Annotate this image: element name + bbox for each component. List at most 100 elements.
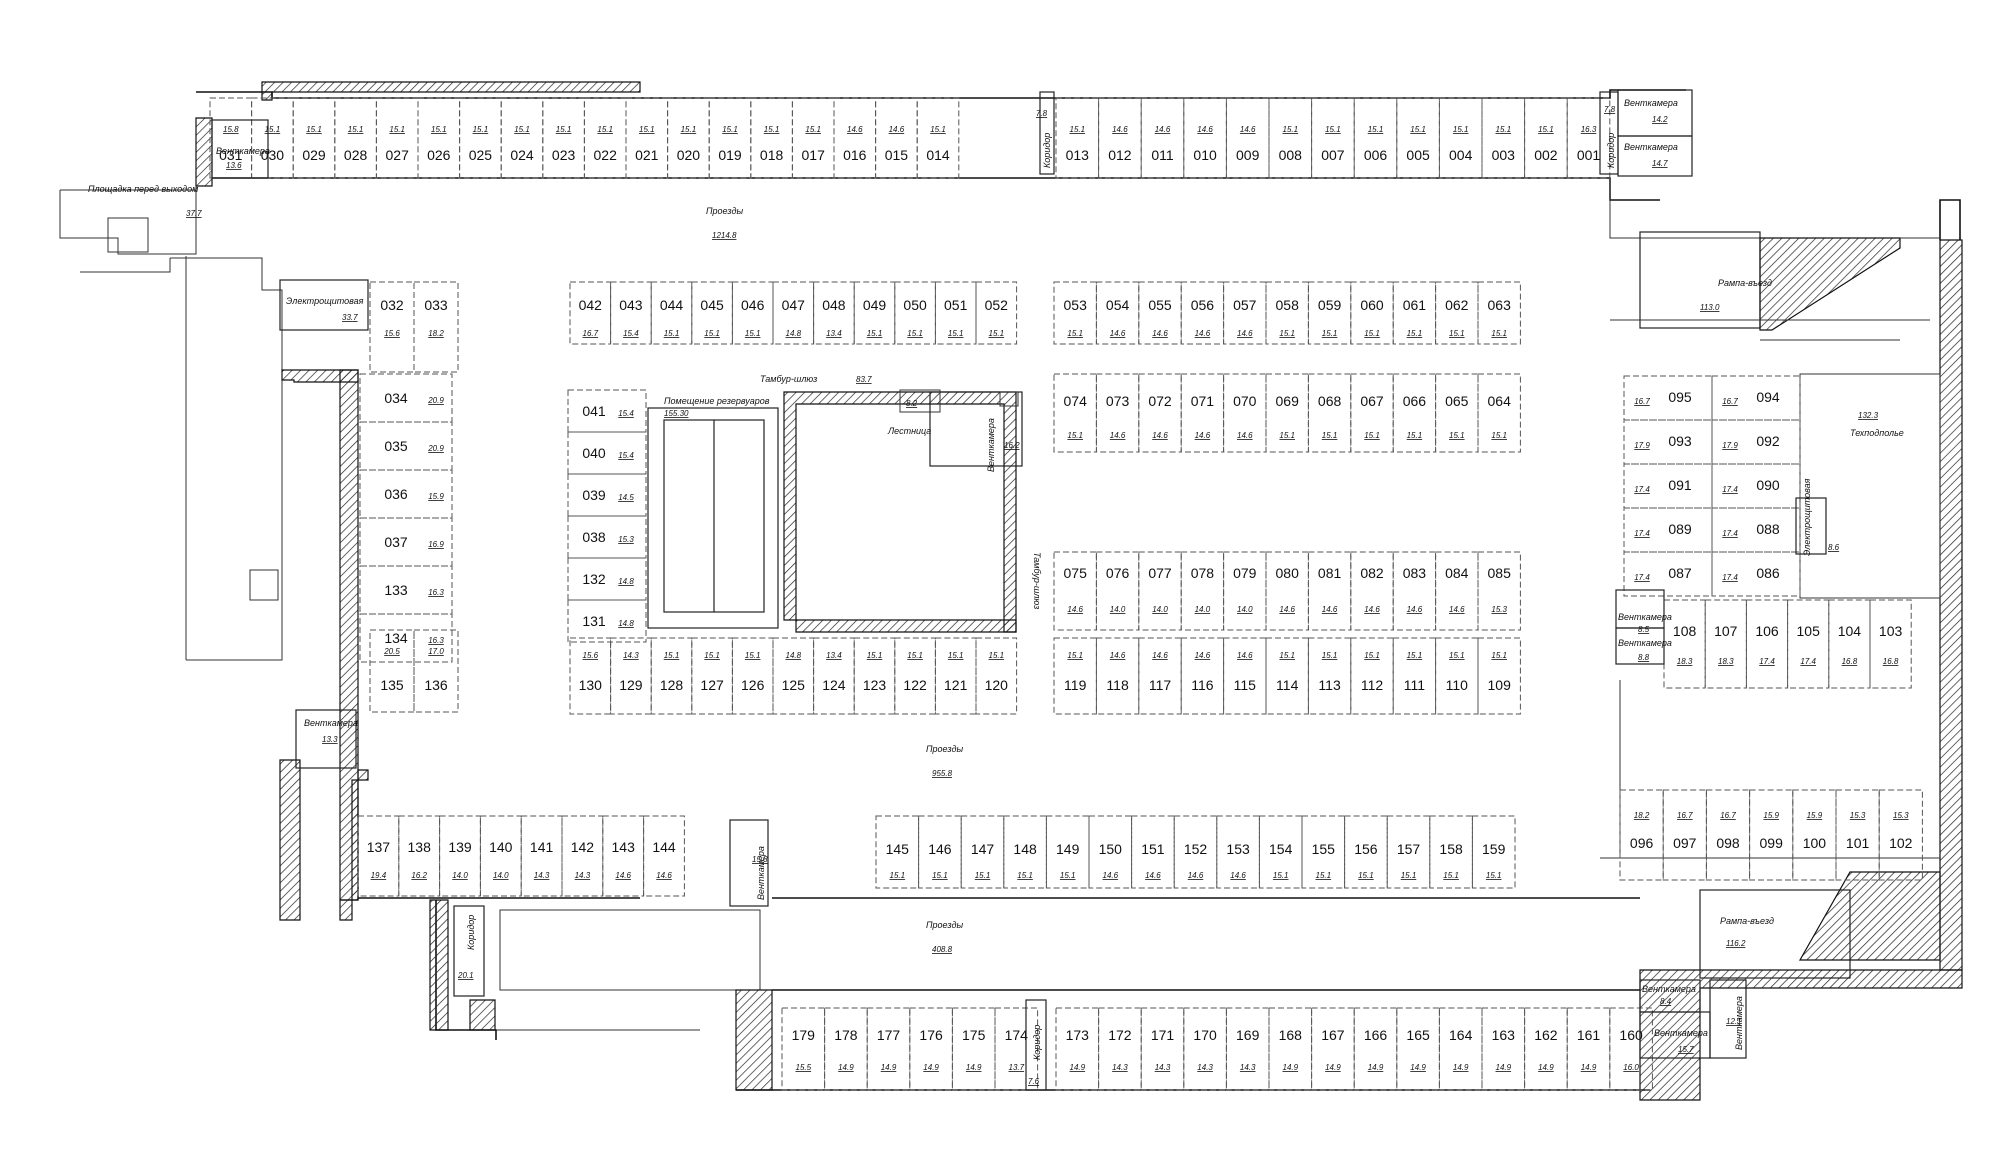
space-number-145: 145	[886, 841, 910, 857]
space-area-080: 14.6	[1279, 605, 1295, 614]
space-area-163: 14.9	[1496, 1063, 1512, 1072]
space-number-003: 003	[1492, 147, 1516, 163]
parking-space-124	[813, 637, 855, 715]
service-rooms	[211, 89, 1827, 1091]
space-number-080: 080	[1276, 565, 1300, 581]
space-area-042: 16.7	[583, 329, 599, 338]
parking-space-138	[398, 815, 441, 897]
stairs-label: Лестница	[887, 426, 931, 436]
parking-space-026	[417, 97, 461, 179]
space-number-157: 157	[1397, 841, 1421, 857]
parking-space-110	[1435, 637, 1479, 715]
space-number-049: 049	[863, 297, 887, 313]
space-number-079: 079	[1233, 565, 1257, 581]
space-number-043: 043	[619, 297, 643, 313]
driveways-bot-area: 408.8	[932, 945, 953, 954]
space-number-153: 153	[1226, 841, 1250, 857]
parking-space-166	[1353, 1007, 1398, 1091]
space-number-160: 160	[1619, 1027, 1643, 1043]
parking-space-079	[1223, 551, 1267, 631]
space-number-096: 096	[1630, 835, 1654, 851]
space-area-037: 16.9	[428, 540, 444, 549]
parking-space-118	[1095, 637, 1140, 715]
space-number-010: 010	[1193, 147, 1217, 163]
parking-space-131	[567, 599, 647, 643]
space-number-128: 128	[660, 677, 684, 693]
space-number-112: 112	[1361, 677, 1384, 693]
parking-space-107	[1704, 599, 1747, 689]
space-number-068: 068	[1318, 393, 1342, 409]
space-number-095: 095	[1668, 389, 1692, 405]
space-area-001: 16.3	[1581, 125, 1597, 134]
space-number-127: 127	[700, 677, 724, 693]
space-number-141: 141	[530, 839, 554, 855]
space-number-169: 169	[1236, 1027, 1260, 1043]
parking-space-136	[413, 629, 459, 713]
space-number-115: 115	[1234, 677, 1257, 693]
parking-space-130	[569, 637, 612, 715]
vent-top-right1-label: Венткамера	[1624, 98, 1678, 108]
parking-space-050	[894, 281, 936, 345]
space-area-070: 14.6	[1237, 431, 1253, 440]
parking-space-094	[1711, 375, 1801, 421]
space-area-017: 15.1	[805, 125, 821, 134]
space-number-018: 018	[760, 147, 784, 163]
space-area-034: 20.9	[427, 396, 444, 405]
space-number-137: 137	[367, 839, 391, 855]
space-number-104: 104	[1838, 623, 1862, 639]
parking-space-132	[567, 557, 647, 601]
space-area-144: 14.6	[656, 871, 672, 880]
parking-space-038	[567, 515, 647, 559]
space-area-039: 14.5	[618, 493, 634, 502]
space-area-162: 14.9	[1538, 1063, 1554, 1072]
parking-space-146	[918, 815, 962, 889]
space-area-098: 16.7	[1720, 811, 1736, 820]
space-number-168: 168	[1279, 1027, 1303, 1043]
space-number-122: 122	[903, 677, 927, 693]
space-number-023: 023	[552, 147, 576, 163]
space-area-066: 15.1	[1407, 431, 1423, 440]
space-number-134: 134	[384, 630, 408, 646]
parking-space-013	[1055, 97, 1100, 179]
parking-space-092	[1711, 419, 1801, 465]
parking-space-039	[567, 473, 647, 517]
parking-space-032	[369, 281, 415, 373]
corridor-bot-area: 7.6	[1028, 1077, 1040, 1086]
parking-space-044	[650, 281, 693, 345]
space-number-105: 105	[1797, 623, 1821, 639]
vent-right1-area: 8.5	[1638, 625, 1650, 634]
space-number-087: 087	[1668, 565, 1692, 581]
parking-space-154	[1258, 815, 1303, 889]
parking-space-060	[1350, 281, 1394, 345]
space-number-057: 057	[1233, 297, 1257, 313]
space-area-088: 17.4	[1722, 529, 1738, 538]
parking-space-119	[1053, 637, 1097, 715]
space-number-111: 111	[1404, 677, 1425, 693]
space-number-113: 113	[1318, 677, 1341, 693]
space-number-029: 029	[302, 147, 326, 163]
space-number-151: 151	[1141, 841, 1165, 857]
parking-space-116	[1180, 637, 1225, 715]
parking-space-162	[1524, 1007, 1568, 1091]
space-area-109: 15.1	[1491, 651, 1507, 660]
parking-space-078	[1180, 551, 1225, 631]
space-number-073: 073	[1106, 393, 1130, 409]
space-area-139: 14.0	[452, 871, 468, 880]
space-number-158: 158	[1439, 841, 1463, 857]
parking-space-058	[1265, 281, 1309, 345]
space-number-150: 150	[1099, 841, 1123, 857]
space-area-150: 14.6	[1103, 871, 1119, 880]
parking-space-093	[1623, 419, 1713, 465]
space-number-089: 089	[1668, 521, 1692, 537]
space-area-164: 14.9	[1453, 1063, 1469, 1072]
space-number-086: 086	[1756, 565, 1780, 581]
space-area-071: 14.6	[1195, 431, 1211, 440]
space-area-099: 15.9	[1763, 811, 1779, 820]
parking-space-004	[1438, 97, 1483, 179]
space-area-052: 15.1	[989, 329, 1005, 338]
space-number-013: 013	[1066, 147, 1090, 163]
parking-space-069	[1265, 373, 1309, 453]
parking-space-163	[1481, 1007, 1526, 1091]
space-number-024: 024	[510, 147, 534, 163]
